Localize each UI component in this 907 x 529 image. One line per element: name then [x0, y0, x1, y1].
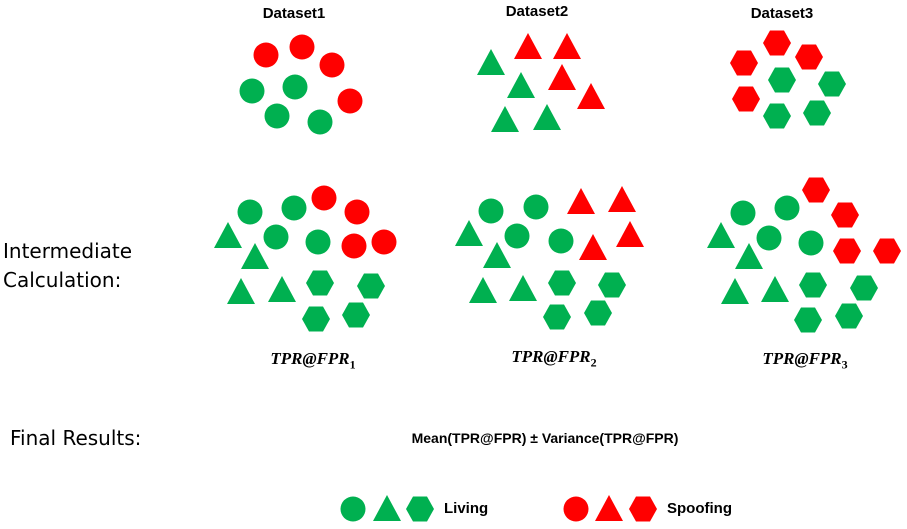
- metric-2: TPR@FPR2: [511, 347, 597, 370]
- legend-spoofing-triangle-icon: [595, 495, 623, 521]
- living-triangle-icon: [469, 277, 497, 303]
- spoofing-triangle-icon: [567, 188, 595, 214]
- living-hexagon-icon: [543, 304, 571, 330]
- living-circle-icon: [504, 223, 530, 249]
- living-hexagon-icon: [818, 71, 846, 97]
- living-hexagon-icon: [584, 300, 612, 326]
- spoofing-hexagon-icon: [795, 44, 823, 70]
- living-hexagon-icon: [302, 306, 330, 332]
- living-triangle-icon: [491, 106, 519, 132]
- living-circle-icon: [239, 78, 265, 104]
- living-circle-icon: [730, 200, 756, 226]
- living-hexagon-icon: [306, 270, 334, 296]
- spoofing-triangle-icon: [514, 33, 542, 59]
- spoofing-hexagon-icon: [730, 50, 758, 76]
- living-circle-icon: [548, 228, 574, 254]
- living-triangle-icon: [477, 49, 505, 75]
- spoofing-hexagon-icon: [873, 238, 901, 264]
- final-results-label: Final Results:: [10, 426, 142, 450]
- living-circle-icon: [478, 198, 504, 224]
- spoofing-circle-icon: [311, 185, 337, 211]
- living-hexagon-icon: [850, 275, 878, 301]
- living-triangle-icon: [721, 278, 749, 304]
- metric-1: TPR@FPR1: [270, 349, 356, 372]
- legend-living-hexagon-icon: [406, 496, 434, 522]
- living-circle-icon: [756, 225, 782, 251]
- legend-spoofing-label: Spoofing: [667, 500, 732, 517]
- spoofing-hexagon-icon: [732, 86, 760, 112]
- living-hexagon-icon: [794, 307, 822, 333]
- living-triangle-icon: [268, 276, 296, 302]
- living-hexagon-icon: [342, 302, 370, 328]
- spoofing-triangle-icon: [616, 221, 644, 247]
- living-triangle-icon: [509, 275, 537, 301]
- spoofing-triangle-icon: [577, 83, 605, 109]
- spoofing-circle-icon: [341, 233, 367, 259]
- living-hexagon-icon: [763, 103, 791, 129]
- spoofing-circle-icon: [253, 42, 279, 68]
- living-triangle-icon: [533, 104, 561, 130]
- living-circle-icon: [307, 109, 333, 135]
- living-hexagon-icon: [598, 272, 626, 298]
- living-circle-icon: [798, 230, 824, 256]
- living-triangle-icon: [241, 243, 269, 269]
- living-hexagon-icon: [803, 100, 831, 126]
- living-circle-icon: [282, 74, 308, 100]
- spoofing-hexagon-icon: [802, 177, 830, 203]
- spoofing-circle-icon: [289, 34, 315, 60]
- legend-living-circle-icon: [340, 496, 366, 522]
- living-circle-icon: [305, 229, 331, 255]
- metric-3: TPR@FPR3: [762, 349, 848, 372]
- living-triangle-icon: [483, 242, 511, 268]
- dataset-title-3: Dataset3: [750, 5, 814, 22]
- living-circle-icon: [237, 199, 263, 225]
- spoofing-triangle-icon: [548, 64, 576, 90]
- spoofing-triangle-icon: [608, 186, 636, 212]
- spoofing-triangle-icon: [553, 33, 581, 59]
- living-circle-icon: [263, 224, 289, 250]
- legend-living-triangle-icon: [373, 495, 401, 521]
- spoofing-circle-icon: [337, 88, 363, 114]
- living-triangle-icon: [735, 243, 763, 269]
- spoofing-circle-icon: [371, 229, 397, 255]
- living-circle-icon: [281, 195, 307, 221]
- living-circle-icon: [774, 195, 800, 221]
- living-triangle-icon: [507, 72, 535, 98]
- living-hexagon-icon: [768, 67, 796, 93]
- living-hexagon-icon: [799, 272, 827, 298]
- living-hexagon-icon: [548, 270, 576, 296]
- living-hexagon-icon: [835, 303, 863, 329]
- legend-spoofing-circle-icon: [563, 496, 589, 522]
- legend-spoofing-hexagon-icon: [629, 496, 657, 522]
- living-triangle-icon: [214, 222, 242, 248]
- living-triangle-icon: [707, 222, 735, 248]
- spoofing-hexagon-icon: [763, 30, 791, 56]
- intermediate-calculation-label: Intermediate Calculation:: [3, 239, 133, 292]
- living-circle-icon: [264, 103, 290, 129]
- spoofing-circle-icon: [319, 52, 345, 78]
- spoofing-circle-icon: [344, 199, 370, 225]
- dataset-title-2: Dataset2: [505, 3, 569, 20]
- spoofing-triangle-icon: [579, 234, 607, 260]
- living-hexagon-icon: [357, 273, 385, 299]
- spoofing-hexagon-icon: [833, 238, 861, 264]
- spoofing-hexagon-icon: [831, 202, 859, 228]
- living-circle-icon: [523, 194, 549, 220]
- legend-living-label: Living: [444, 500, 489, 517]
- living-triangle-icon: [455, 220, 483, 246]
- living-triangle-icon: [761, 276, 789, 302]
- living-triangle-icon: [227, 278, 255, 304]
- final-formula: Mean(TPR@FPR) ± Variance(TPR@FPR): [411, 430, 679, 446]
- dataset-title-1: Dataset1: [262, 5, 326, 22]
